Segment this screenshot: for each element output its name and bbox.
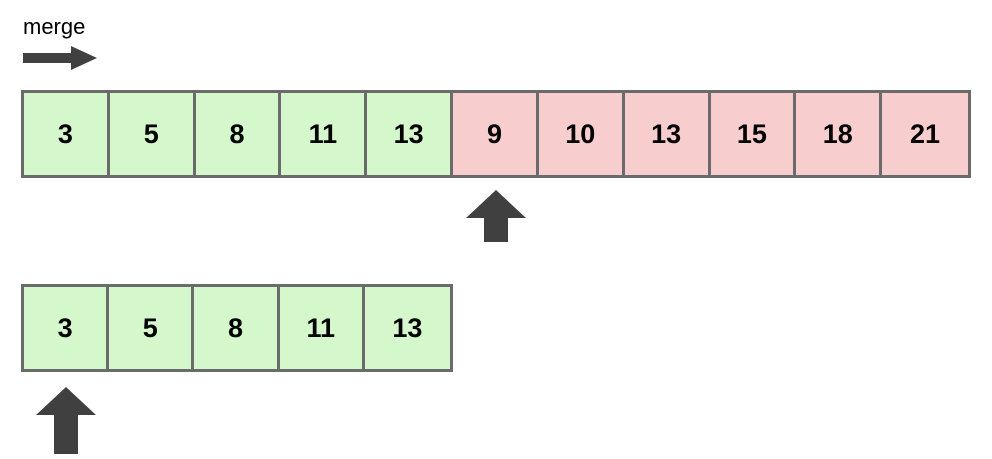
- arrow-right-icon: [23, 46, 97, 70]
- array-cell[interactable]: 21: [882, 93, 968, 175]
- array-cell[interactable]: 18: [796, 93, 883, 175]
- array-cell[interactable]: 13: [367, 93, 454, 175]
- array-cell[interactable]: 13: [364, 287, 450, 369]
- array-cell[interactable]: 5: [109, 287, 195, 369]
- array-cell[interactable]: 3: [24, 287, 110, 369]
- array-cell[interactable]: 8: [194, 287, 280, 369]
- array-cell[interactable]: 3: [24, 93, 110, 175]
- array-cell[interactable]: 5: [109, 93, 196, 175]
- array-cell[interactable]: 11: [281, 93, 368, 175]
- array-cell[interactable]: 10: [538, 93, 625, 175]
- array-cell[interactable]: 15: [710, 93, 797, 175]
- array-cell[interactable]: 8: [195, 93, 282, 175]
- array-cell[interactable]: 11: [279, 287, 365, 369]
- merged-output-array: 3 5 8 11 13 9 10 13 15 18 21: [21, 90, 971, 178]
- array-cell[interactable]: 9: [453, 93, 539, 175]
- merge-label: merge: [23, 14, 86, 39]
- arrow-up-icon: [466, 190, 526, 242]
- left-source-array: 3 5 8 11 13: [21, 284, 453, 372]
- arrow-up-icon: [36, 387, 96, 454]
- array-cell[interactable]: 13: [624, 93, 711, 175]
